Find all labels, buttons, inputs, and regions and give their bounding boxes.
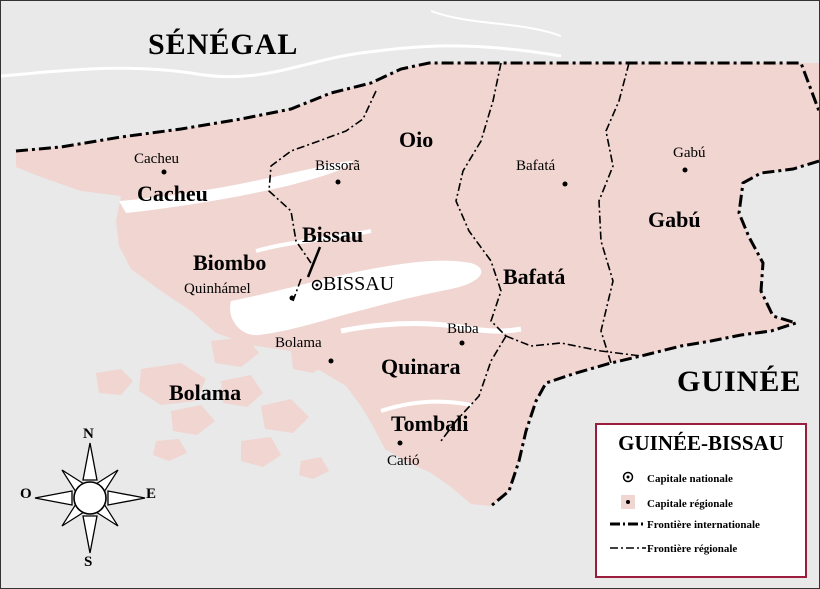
label-guinee: GUINÉE xyxy=(677,365,802,398)
geba-estuary xyxy=(230,260,482,336)
national-capital-icon xyxy=(609,471,647,486)
mansoa-river xyxy=(255,229,372,253)
region-oio: Oio xyxy=(399,127,434,152)
region-bafata: Bafatá xyxy=(503,264,566,289)
east-notch xyxy=(739,161,819,331)
regional-capital-dots xyxy=(161,167,688,446)
legend-title: GUINÉE-BISSAU xyxy=(618,431,784,455)
regional-capital-icon xyxy=(609,495,647,512)
city-bissau-capital: BISSAU xyxy=(323,273,395,295)
legend-international-border-label: Frontière internationale xyxy=(647,519,760,531)
city-catio: Catió xyxy=(387,453,420,469)
buba-river xyxy=(340,321,522,334)
compass-north-label: N xyxy=(83,426,94,442)
legend-row-international-border: Frontière internationale xyxy=(609,519,760,531)
legend-regional-border-label: Frontière régionale xyxy=(647,543,738,555)
region-bolama: Bolama xyxy=(169,380,242,405)
bijagos-islands xyxy=(96,337,331,479)
region-gabu: Gabú xyxy=(648,207,701,232)
compass-west-label: O xyxy=(20,486,32,502)
compass-south-label: S xyxy=(84,554,93,570)
legend: GUINÉE-BISSAU Capitale nationale Capital… xyxy=(595,423,807,578)
compass-east-label: E xyxy=(146,486,157,502)
region-bissau: Bissau xyxy=(302,222,364,247)
compass-rose xyxy=(34,442,146,554)
legend-row-regional-capital: Capitale régionale xyxy=(609,495,733,512)
legend-row-regional-border: Frontière régionale xyxy=(609,543,737,555)
label-senegal: SÉNÉGAL xyxy=(148,28,299,61)
national-capital-symbol xyxy=(311,279,323,291)
city-buba: Buba xyxy=(447,321,479,337)
city-cacheu: Cacheu xyxy=(134,151,179,167)
region-cacheu: Cacheu xyxy=(137,181,208,206)
bissau-pointer xyxy=(306,246,322,278)
region-tombali: Tombali xyxy=(391,411,469,436)
city-bolama: Bolama xyxy=(275,335,322,351)
city-bafata: Bafatá xyxy=(516,158,556,174)
cacheu-river xyxy=(119,161,353,213)
tombali-river xyxy=(380,399,472,413)
city-gabu: Gabú xyxy=(673,145,706,161)
river-north-2 xyxy=(430,10,562,37)
legend-regional-capital-label: Capitale régionale xyxy=(647,497,733,510)
international-border xyxy=(15,61,819,153)
international-border-line-icon xyxy=(609,519,647,531)
legend-row-national-capital: Capitale nationale xyxy=(609,471,733,486)
region-quinara: Quinara xyxy=(381,354,461,379)
region-biombo: Biombo xyxy=(193,250,267,275)
city-bissora: Bissorã xyxy=(315,158,360,174)
legend-national-capital-label: Capitale nationale xyxy=(647,472,733,485)
international-border-south xyxy=(490,159,819,508)
city-quinhamel: Quinhámel xyxy=(184,281,251,297)
regional-border-line-icon xyxy=(609,543,647,555)
river-north xyxy=(1,44,562,79)
regional-borders xyxy=(268,62,642,442)
